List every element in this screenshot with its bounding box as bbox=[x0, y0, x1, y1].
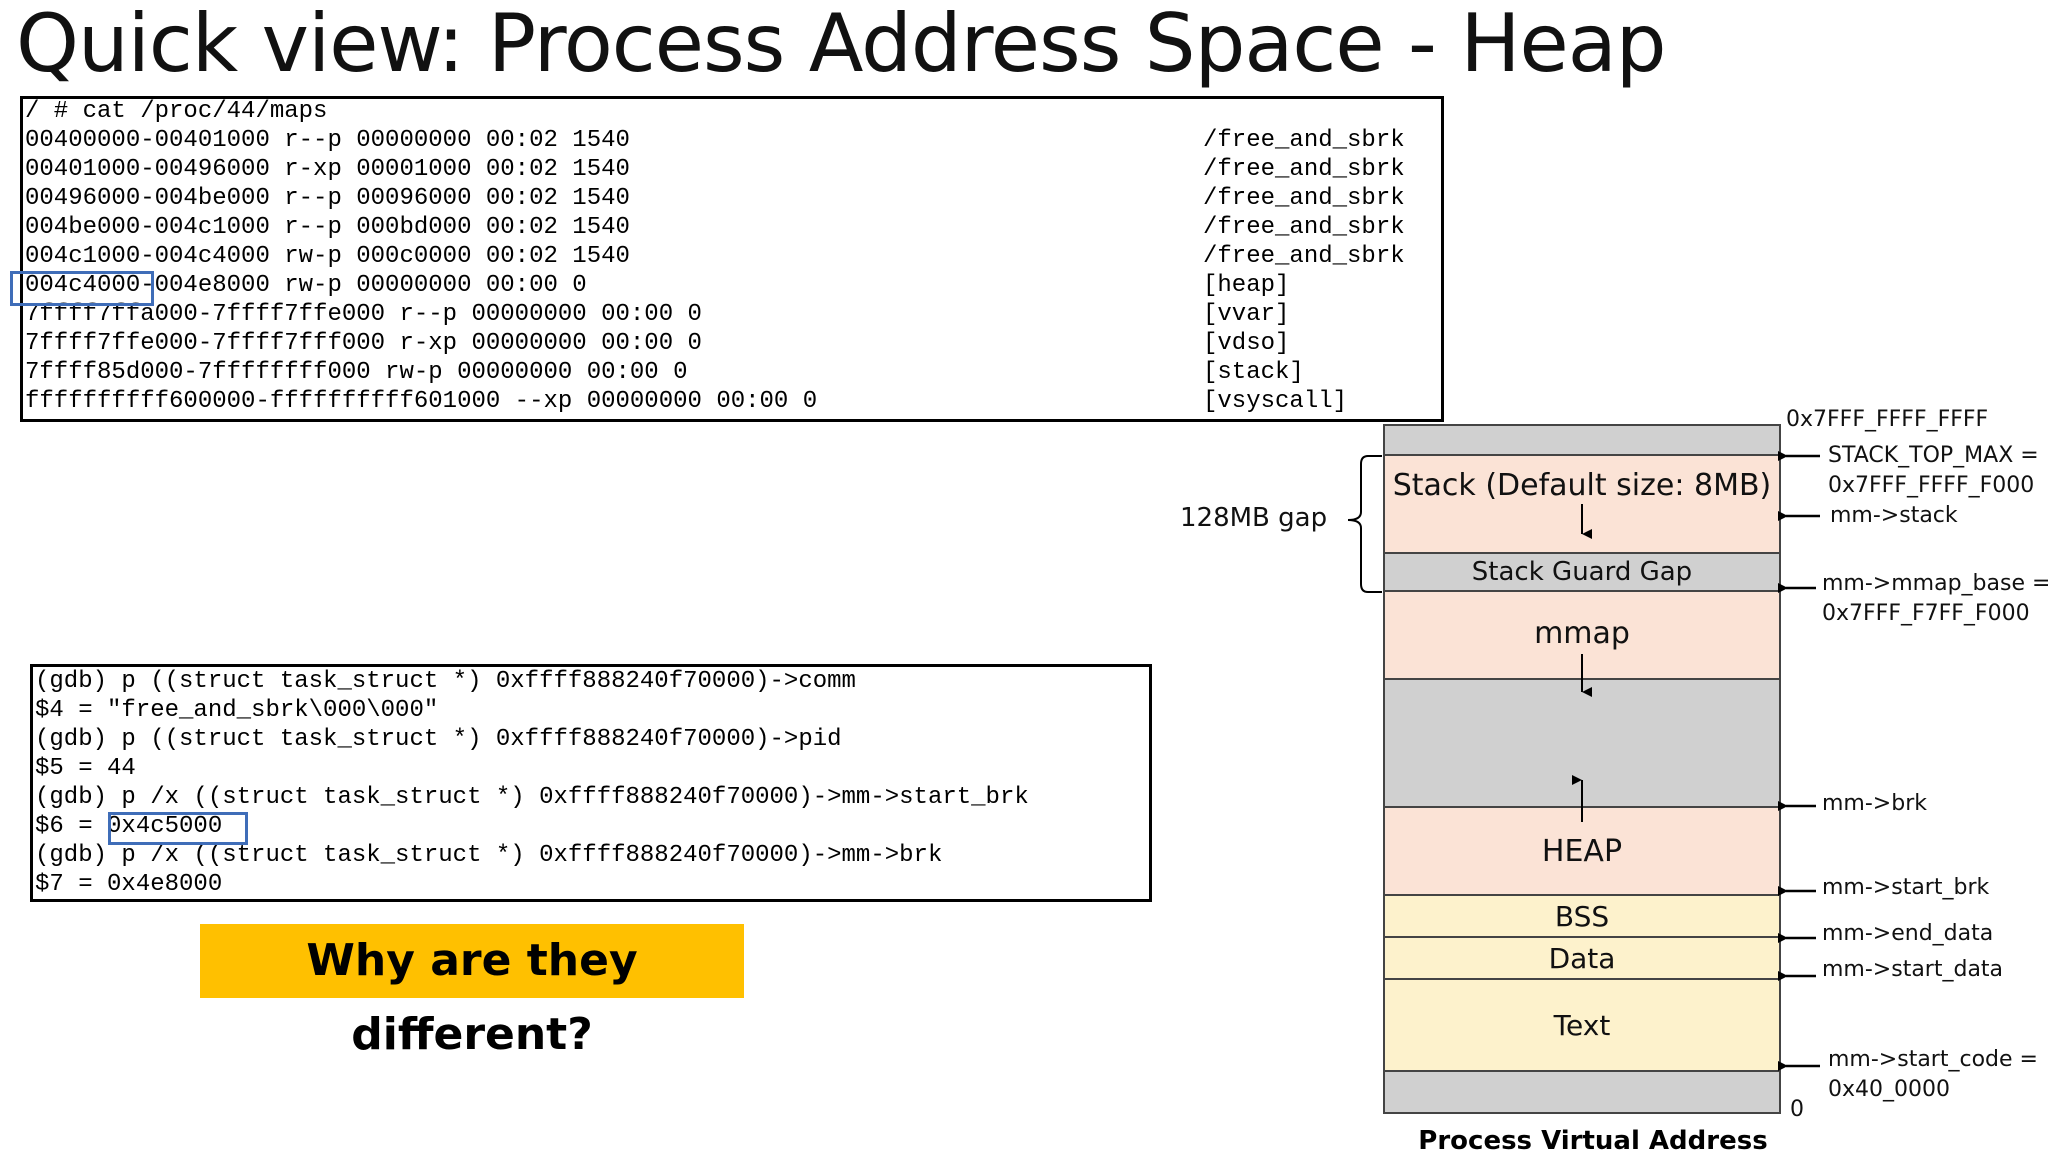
stack-guard-gap-segment: Stack Guard Gap bbox=[1383, 552, 1781, 592]
maps-line: 7ffff85d000-7ffffffff000 rw-p 00000000 0… bbox=[25, 359, 688, 386]
maps-path: /free_and_sbrk bbox=[1203, 214, 1405, 241]
page-title: Quick view: Process Address Space - Heap bbox=[16, 0, 1666, 90]
gdb-line-start-brk: $6 = 0x4c5000 bbox=[35, 813, 223, 840]
bottom-unused-region bbox=[1383, 1070, 1781, 1114]
maps-line: ffffffffff600000-ffffffffff601000 --xp 0… bbox=[25, 388, 818, 415]
proc-maps-terminal: / # cat /proc/44/maps 00400000-00401000 … bbox=[20, 96, 1444, 422]
gdb-line: (gdb) p /x ((struct task_struct *) 0xfff… bbox=[35, 784, 1029, 811]
data-segment: Data bbox=[1383, 936, 1781, 980]
gap-bracket bbox=[1347, 455, 1382, 593]
gdb-line: $7 = 0x4e8000 bbox=[35, 871, 223, 898]
heap-label: HEAP bbox=[1541, 833, 1623, 869]
maps-path: /free_and_sbrk bbox=[1203, 185, 1405, 212]
gdb-line: (gdb) p ((struct task_struct *) 0xffff88… bbox=[35, 668, 856, 695]
gdb-line: $4 = "free_and_sbrk\000\000" bbox=[35, 697, 439, 724]
maps-path: [vvar] bbox=[1203, 301, 1290, 328]
text-label: Text bbox=[1553, 1008, 1611, 1042]
maps-line: 00400000-00401000 r--p 00000000 00:02 15… bbox=[25, 127, 630, 154]
start-data-label: mm->start_data bbox=[1822, 957, 2004, 982]
maps-line: 004be000-004c1000 r--p 000bd000 00:02 15… bbox=[25, 214, 630, 241]
maps-path: /free_and_sbrk bbox=[1203, 127, 1405, 154]
mmap-base-label: mm->mmap_base = bbox=[1822, 571, 2048, 596]
brk-label: mm->brk bbox=[1822, 791, 1927, 816]
end-data-label: mm->end_data bbox=[1822, 921, 1994, 946]
text-segment: Text bbox=[1383, 978, 1781, 1072]
maps-line: / # cat /proc/44/maps bbox=[25, 98, 328, 125]
mmap-base-value: 0x7FFF_F7FF_F000 bbox=[1822, 601, 2030, 626]
axis-title: Process Virtual Address bbox=[1418, 1126, 1768, 1156]
maps-path: /free_and_sbrk bbox=[1203, 156, 1405, 183]
maps-line: 004c1000-004c4000 rw-p 000c0000 00:02 15… bbox=[25, 243, 630, 270]
start-brk-highlight bbox=[108, 812, 248, 845]
gdb-line: $5 = 44 bbox=[35, 755, 136, 782]
start-code-value: 0x40_0000 bbox=[1828, 1077, 1950, 1102]
maps-path: [vdso] bbox=[1203, 330, 1290, 357]
question-callout: Why are they different? bbox=[200, 924, 744, 1060]
gdb-terminal: (gdb) p ((struct task_struct *) 0xffff88… bbox=[30, 664, 1152, 902]
stack-top-max-value: 0x7FFF_FFFF_F000 bbox=[1828, 473, 2035, 498]
gdb-line: (gdb) p ((struct task_struct *) 0xffff88… bbox=[35, 726, 842, 753]
mm-stack-label: mm->stack bbox=[1830, 503, 1958, 528]
stack-top-max-label: STACK_TOP_MAX = bbox=[1828, 443, 2039, 468]
maps-path-heap: [heap] bbox=[1203, 272, 1290, 299]
maps-line-heap: 004c4000-004e8000 rw-p 00000000 00:00 0 bbox=[25, 272, 587, 299]
start-code-label: mm->start_code = bbox=[1828, 1047, 2038, 1072]
maps-path: [vsyscall] bbox=[1203, 388, 1348, 415]
heap-start-highlight bbox=[10, 271, 154, 306]
gap-label: 128MB gap bbox=[1180, 503, 1328, 533]
maps-line: 00401000-00496000 r-xp 00001000 00:02 15… bbox=[25, 156, 630, 183]
maps-line: 7ffff7ffe000-7ffff7fff000 r-xp 00000000 … bbox=[25, 330, 702, 357]
stack-guard-gap-label: Stack Guard Gap bbox=[1471, 557, 1693, 587]
maps-line: 00496000-004be000 r--p 00096000 00:02 15… bbox=[25, 185, 630, 212]
data-label: Data bbox=[1548, 941, 1616, 975]
maps-path: [stack] bbox=[1203, 359, 1304, 386]
maps-path: /free_and_sbrk bbox=[1203, 243, 1405, 270]
stack-label: Stack (Default size: 8MB) bbox=[1392, 468, 1772, 503]
zero-address-label: 0 bbox=[1790, 1097, 1804, 1122]
bss-label: BSS bbox=[1554, 899, 1610, 933]
top-address-label: 0x7FFF_FFFF_FFFF bbox=[1786, 407, 1989, 432]
maps-line: 7ffff7ffa000-7ffff7ffe000 r--p 00000000 … bbox=[25, 301, 702, 328]
mmap-label: mmap bbox=[1534, 616, 1630, 651]
gdb-line: (gdb) p /x ((struct task_struct *) 0xfff… bbox=[35, 842, 943, 869]
start-brk-label: mm->start_brk bbox=[1822, 875, 1990, 900]
